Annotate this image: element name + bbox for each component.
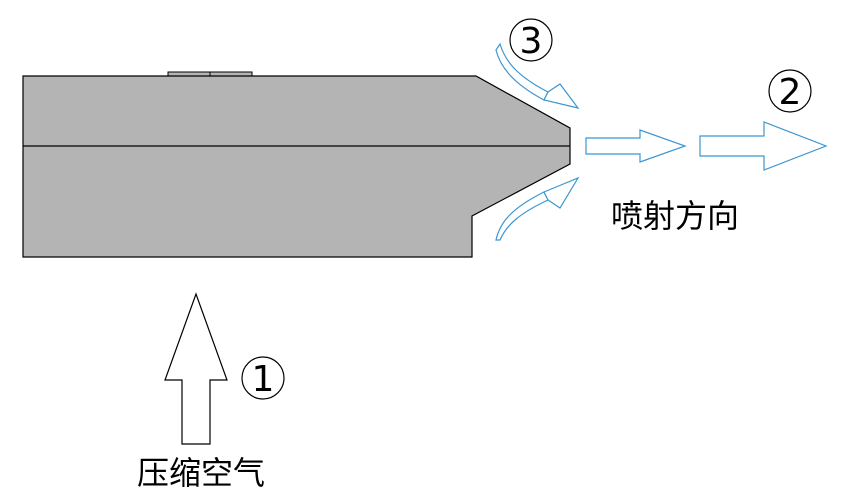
lower-entrainment-arrow [495, 176, 580, 241]
upper-entrainment-arrow [495, 42, 580, 109]
compressed-air-arrow [164, 292, 228, 445]
marker-3-number: 3 [520, 21, 543, 62]
marker-1: 1 [241, 356, 285, 400]
spray-arrow-large [699, 121, 828, 171]
marker-1-number: 1 [252, 359, 275, 400]
marker-2-number: 2 [779, 72, 802, 113]
marker-2: 2 [768, 69, 812, 113]
marker-3: 3 [509, 18, 553, 62]
nozzle-body [22, 75, 571, 258]
spray-direction-label: 喷射方向 [611, 197, 739, 235]
compressed-air-label: 压缩空气 [137, 454, 265, 492]
spray-arrow-small [585, 129, 687, 163]
